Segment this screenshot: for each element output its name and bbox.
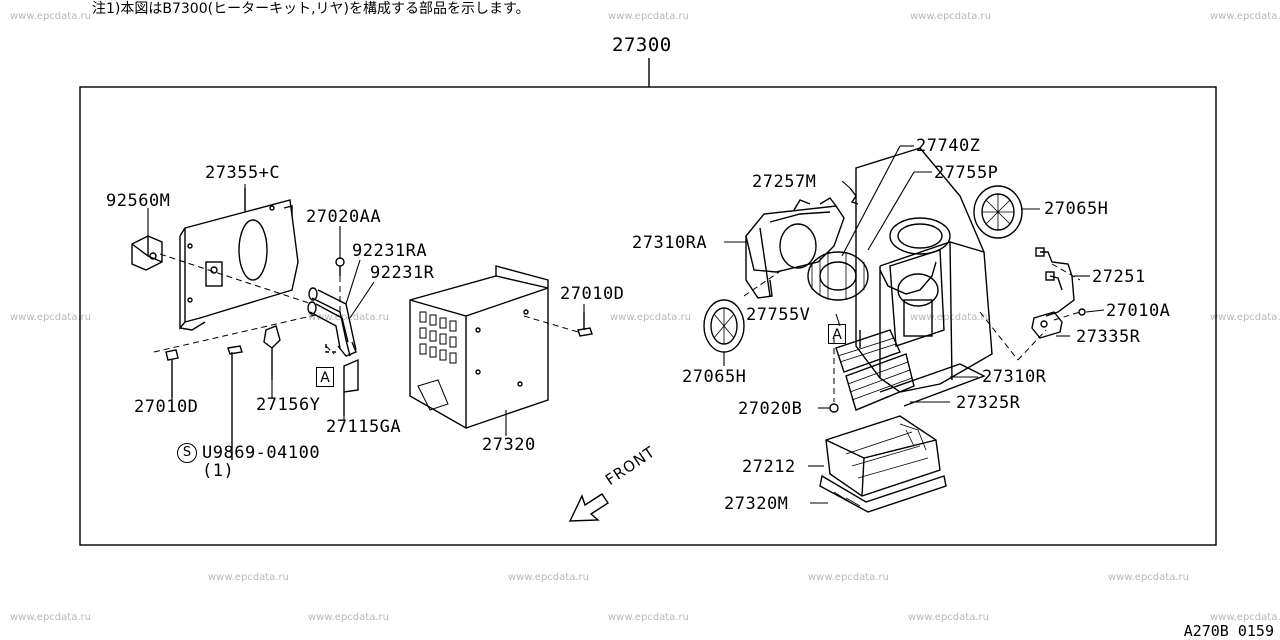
part-label: 27020AA: [306, 207, 382, 227]
part-label: 92231RA: [352, 241, 428, 261]
part-label: 27212: [742, 457, 796, 477]
assembly-frame: [79, 86, 1217, 546]
watermark: www.epcdata.ru: [10, 11, 91, 22]
hose-drawing: [343, 358, 359, 416]
part-label: 27755V: [746, 305, 811, 325]
part-label: 27320M: [724, 494, 789, 514]
part-label: 27010D: [134, 397, 199, 417]
watermark: www.epcdata.ru: [608, 11, 689, 22]
part-label: 27335R: [1076, 327, 1141, 347]
assembly-part-label: 27300: [612, 34, 672, 56]
watermark: www.epcdata.ru: [1210, 11, 1280, 22]
watermark: www.epcdata.ru: [1210, 312, 1280, 323]
part-label: 27010A: [1106, 301, 1171, 321]
hose-clamp-drawing: [263, 325, 281, 380]
screw-drawing: [165, 312, 593, 460]
part-label: 27755P: [934, 163, 999, 183]
diagram-code: A270B 0159: [1183, 622, 1274, 640]
watermark: www.epcdata.ru: [910, 11, 991, 22]
part-label: 92231R: [370, 263, 435, 283]
watermark: www.epcdata.ru: [908, 612, 989, 623]
watermark: www.epcdata.ru: [208, 572, 289, 583]
part-label: 27310R: [982, 367, 1047, 387]
pipe-drawing: [307, 287, 357, 357]
part-label: 27065H: [1044, 199, 1109, 219]
cover-drawing: [409, 265, 549, 429]
supersession-marker: S: [177, 443, 197, 463]
watermark: www.epcdata.ru: [610, 312, 691, 323]
leader-lines: [147, 145, 1105, 504]
part-label: 27740Z: [916, 136, 981, 156]
bracket-plate-drawing: [179, 188, 299, 331]
part-label: 27010D: [560, 284, 625, 304]
watermark: www.epcdata.ru: [508, 572, 589, 583]
part-label: 27257M: [752, 172, 817, 192]
watermark: www.epcdata.ru: [808, 572, 889, 583]
part-label: 27355+C: [205, 163, 281, 183]
part-label: 27156Y: [256, 395, 321, 415]
part-label: 27115GA: [326, 417, 402, 437]
part-label: 27020B: [738, 399, 803, 419]
clip-drawing: [131, 235, 163, 271]
screw-drawing: [335, 257, 345, 276]
watermark: www.epcdata.ru: [1108, 572, 1189, 583]
part-label: 92560M: [106, 191, 171, 211]
watermark: www.epcdata.ru: [10, 612, 91, 623]
watermark: www.epcdata.ru: [10, 312, 91, 323]
front-arrow-icon: [568, 493, 609, 522]
part-label: 27065H: [682, 367, 747, 387]
diagram-note: 注1)本図はB7300(ヒーターキット,リヤ)を構成する部品を示します。: [92, 1, 530, 17]
part-label: 27251: [1092, 267, 1146, 287]
watermark: www.epcdata.ru: [308, 612, 389, 623]
watermark: www.epcdata.ru: [608, 612, 689, 623]
part-label: 27320: [482, 435, 536, 455]
reference-marker: A: [316, 367, 334, 387]
part-label: 27325R: [956, 393, 1021, 413]
heater-unit-drawing: [703, 147, 1086, 513]
part-label: U9869-04100: [202, 443, 321, 463]
watermark: www.epcdata.ru: [1210, 612, 1280, 623]
part-quantity: (1): [202, 461, 235, 481]
part-label: 27310RA: [632, 233, 708, 253]
reference-marker: A: [828, 324, 846, 344]
